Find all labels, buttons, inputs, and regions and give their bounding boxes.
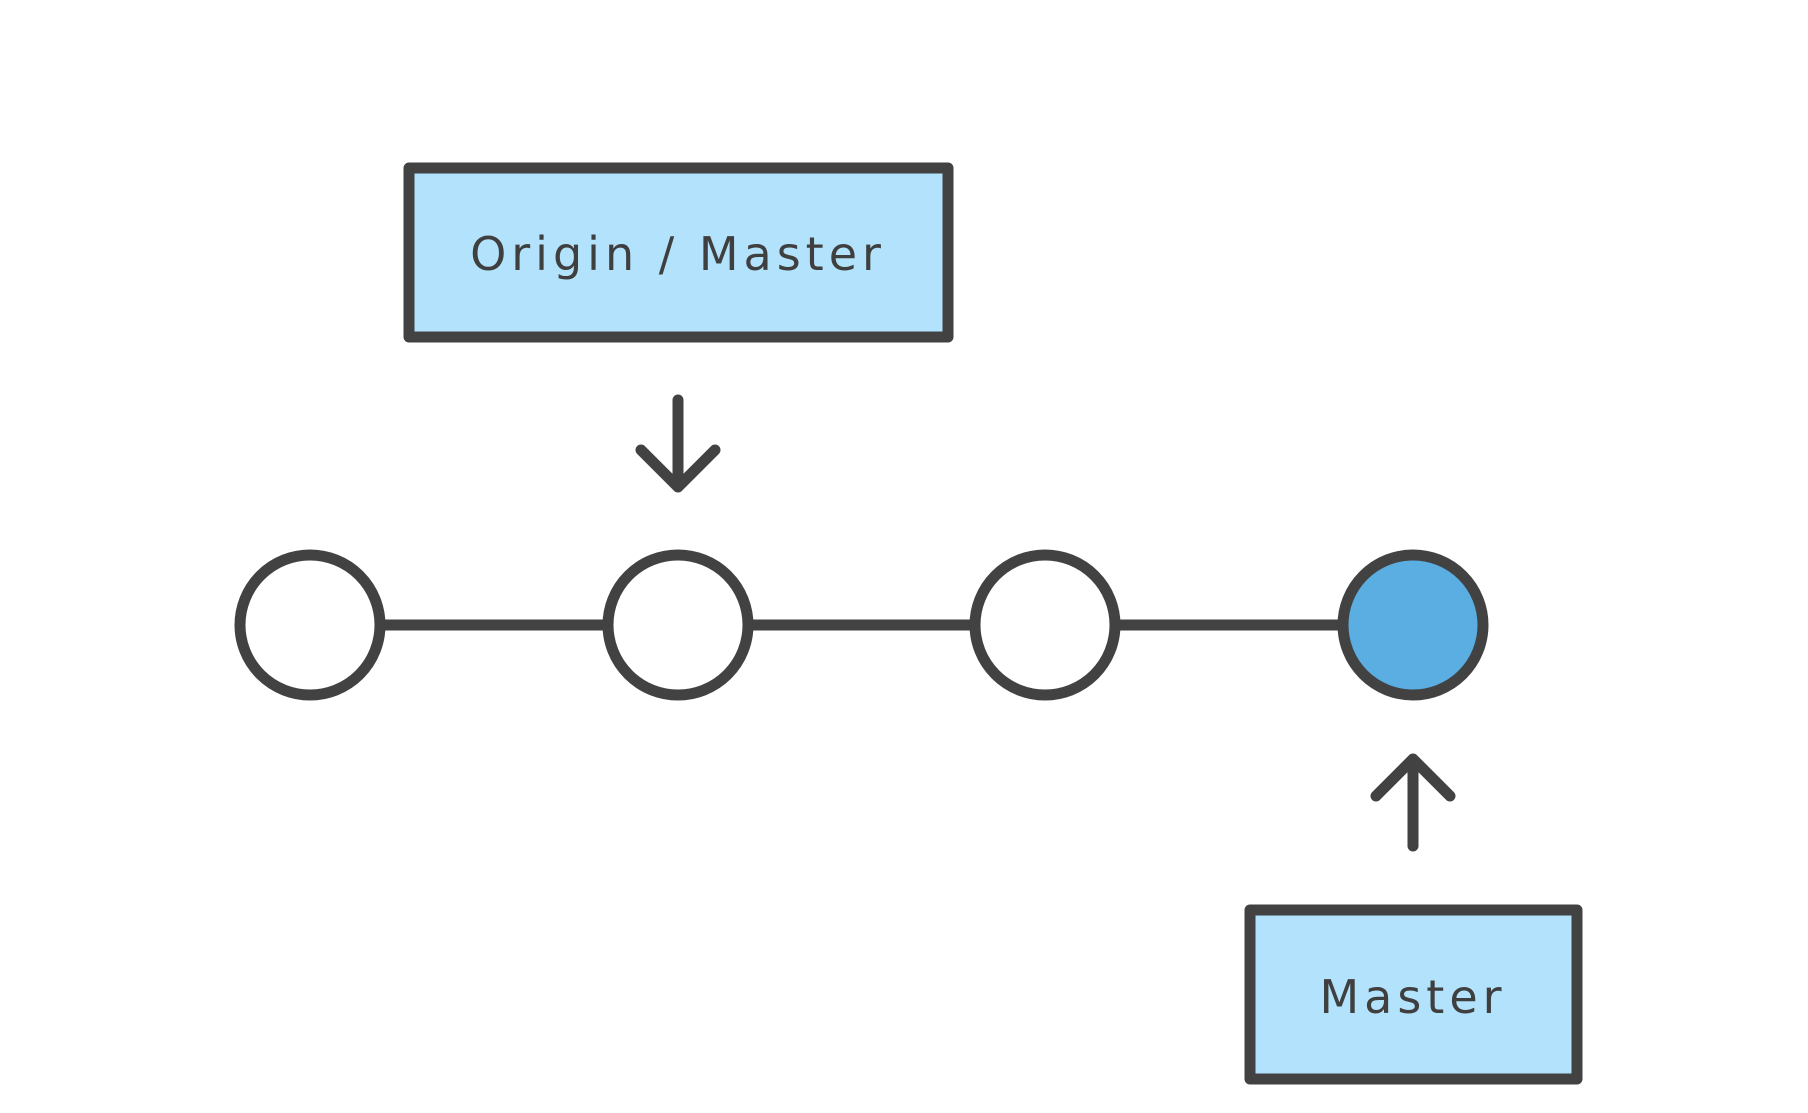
origin-master-label: Origin / Master [403, 162, 954, 343]
master-text: Master [1319, 970, 1506, 1024]
arrow-up-icon [1370, 753, 1456, 852]
arrow-down-icon [635, 394, 721, 493]
commit-node-3 [969, 549, 1121, 701]
master-box [1244, 904, 1583, 1085]
commit-node-1 [234, 549, 386, 701]
origin-master-box [403, 162, 954, 343]
commit-node-4-current [1337, 549, 1489, 701]
commit-nodes [234, 549, 1489, 701]
commit-node-2 [602, 549, 754, 701]
origin-master-text: Origin / Master [470, 227, 886, 281]
master-label: Master [1244, 904, 1583, 1085]
